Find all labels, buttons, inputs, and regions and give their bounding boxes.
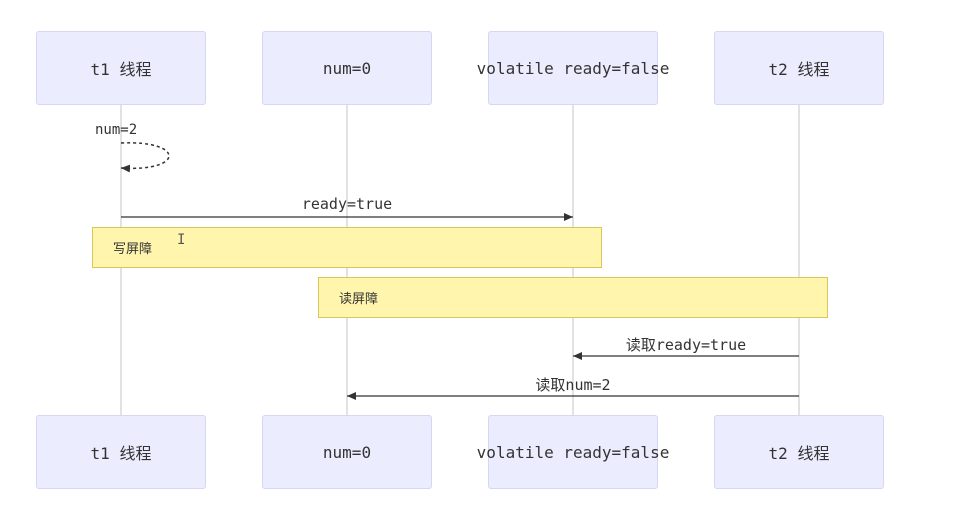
message-label-read-ready: 读取ready=true: [625, 336, 747, 354]
participant-t1-top: t1 线程: [36, 31, 206, 105]
participant-num-bottom: num=0: [262, 415, 432, 489]
self-message-label: num=2: [95, 122, 138, 138]
self-message-arrow: [120, 142, 170, 173]
participant-t2-bottom: t2 线程: [714, 415, 884, 489]
participant-ready-top: volatile ready=false: [477, 31, 669, 105]
note-write-barrier: 写屏障: [92, 227, 602, 268]
message-label-set-ready: ready=true: [301, 195, 393, 213]
note-write-barrier-text: 写屏障: [113, 242, 153, 257]
participant-t2-top: t2 线程: [714, 31, 884, 105]
note-read-barrier: 读屏障: [318, 277, 828, 318]
participant-ready-bottom: volatile ready=false: [477, 415, 669, 489]
note-read-barrier-text: 读屏障: [339, 292, 379, 307]
text-cursor-icon: I: [177, 232, 186, 248]
participant-num-top: num=0: [262, 31, 432, 105]
message-label-read-num: 读取num=2: [535, 376, 611, 394]
participant-t1-bottom: t1 线程: [36, 415, 206, 489]
